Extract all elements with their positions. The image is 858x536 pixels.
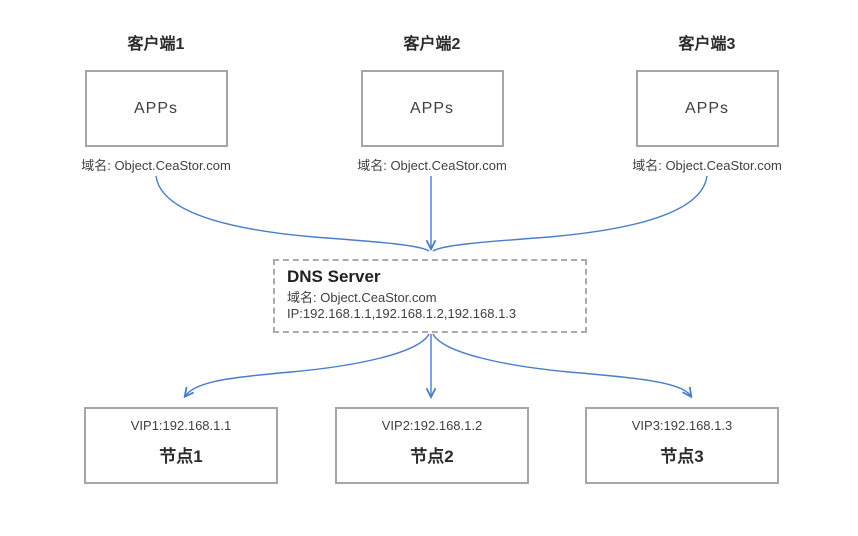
- client2-apps-label: APPs: [409, 99, 454, 117]
- node-box-3: VIP3:192.168.1.3 节点3: [585, 407, 779, 484]
- node1-title: 节点1: [159, 447, 203, 466]
- dns-server-box: DNS Server 域名: Object.CeaStor.com IP:192…: [273, 259, 587, 333]
- client2-title: 客户端2: [403, 36, 461, 53]
- client3-title: 客户端3: [678, 36, 736, 53]
- client-group-3: 客户端3 APPs 域名: Object.CeaStor.com: [582, 34, 832, 174]
- node3-title: 节点3: [660, 447, 704, 466]
- node-box-2: VIP2:192.168.1.2 节点2: [335, 407, 529, 484]
- client2-domain-label: 域名: Object.CeaStor.com: [357, 158, 507, 173]
- dns-ip-line: IP:192.168.1.1,192.168.1.2,192.168.1.3: [287, 306, 517, 321]
- client3-apps-label: APPs: [684, 99, 729, 117]
- node3-vip-label: VIP3:192.168.1.3: [631, 418, 733, 433]
- client1-apps-box: APPs: [84, 70, 228, 147]
- arrow-dns-to-node1: [186, 333, 430, 395]
- arrow-client1-to-dns: [155, 175, 430, 252]
- client-group-1: 客户端1 APPs 域名: Object.CeaStor.com: [31, 34, 281, 174]
- node-box-1: VIP1:192.168.1.1 节点1: [84, 407, 278, 484]
- arrow-client3-to-dns: [432, 175, 708, 252]
- client3-apps-box: APPs: [635, 70, 779, 147]
- arrow-dns-to-node3: [432, 333, 690, 395]
- node2-vip-label: VIP2:192.168.1.2: [381, 418, 483, 433]
- node1-vip-label: VIP1:192.168.1.1: [130, 418, 232, 433]
- client-group-2: 客户端2 APPs 域名: Object.CeaStor.com: [307, 34, 557, 174]
- client1-title: 客户端1: [127, 36, 185, 53]
- node2-title: 节点2: [410, 447, 454, 466]
- client1-domain-label: 域名: Object.CeaStor.com: [81, 158, 231, 173]
- dns-server-title: DNS Server: [287, 267, 381, 286]
- client1-apps-label: APPs: [133, 99, 178, 117]
- client2-apps-box: APPs: [360, 70, 504, 147]
- dns-domain-line: 域名: Object.CeaStor.com: [287, 290, 437, 305]
- client3-domain-label: 域名: Object.CeaStor.com: [632, 158, 782, 173]
